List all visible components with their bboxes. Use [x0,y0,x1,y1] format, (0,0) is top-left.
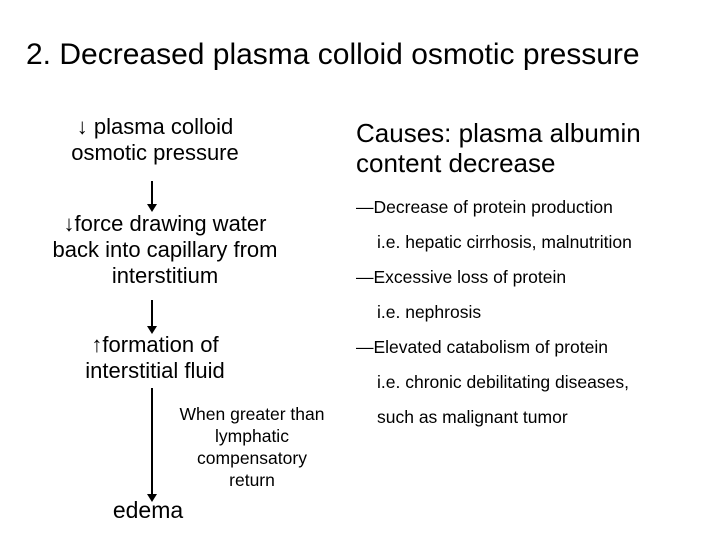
flow-step-force-drawing-water: ↓force drawing water back into capillary… [52,211,278,288]
cause-example: i.e. nephrosis [377,302,482,322]
arrow-down-icon [151,181,153,210]
flow-step-plasma-colloid-pressure: ↓ plasma colloid osmotic pressure [71,114,239,165]
cause-label: —Decrease of protein production [356,197,613,217]
cause-item: —Decrease of protein production i.e. hep… [356,190,720,260]
flow-step-edema: edema [112,497,184,523]
cause-label: —Elevated catabolism of protein [356,337,608,357]
cause-item: —Elevated catabolism of protein i.e. chr… [356,330,720,435]
flow-condition-label: When greater than lymphatic compensatory… [179,404,325,490]
causes-section: Causes: plasma albumin content decrease … [356,118,720,435]
arrow-down-icon [151,388,153,500]
arrow-down-icon [151,300,153,332]
flow-step-interstitial-fluid-formation: ↑formation of interstitial fluid [85,332,225,383]
cause-example: i.e. chronic debilitating diseases, such… [377,372,629,427]
causes-heading: Causes: plasma albumin content decrease [356,118,641,178]
causes-list: —Decrease of protein production i.e. hep… [356,190,720,435]
cause-item: —Excessive loss of protein i.e. nephrosi… [356,260,720,330]
cause-label: —Excessive loss of protein [356,267,567,287]
slide-title: 2. Decreased plasma colloid osmotic pres… [26,38,640,71]
cause-example: i.e. hepatic cirrhosis, malnutrition [377,232,632,252]
